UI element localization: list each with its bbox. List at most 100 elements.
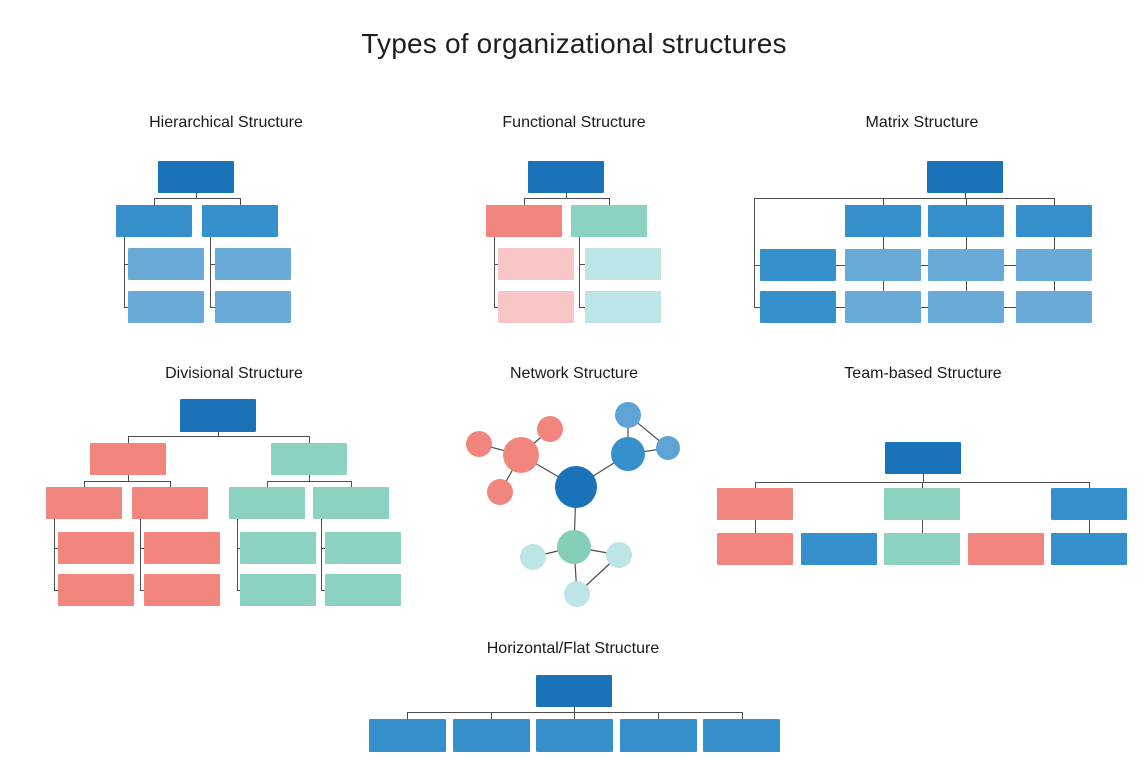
flat-connector-line [491,712,492,719]
network-edge [573,546,578,595]
divisional-connector-line [321,519,322,590]
divisional-box [325,574,401,606]
divisional-box [271,443,347,475]
matrix-connector-line [754,265,760,266]
network-edge [499,454,522,493]
matrix-box [845,205,921,237]
flat-box [620,719,697,752]
divisional-box [325,532,401,564]
matrix-connector-line [966,281,967,291]
functional-connector-line [579,264,585,265]
matrix-box [760,291,836,323]
network-node-salmon-2 [537,416,563,442]
hierarchical-box [128,291,204,323]
flat-box [536,719,613,752]
divisional-connector-line [309,475,310,481]
network-node-teal-2 [606,542,632,568]
network-node-blue-hub [611,437,645,471]
divisional-connector-line [140,519,141,590]
divisional-connector-line [54,519,55,590]
hierarchical-connector-line [240,198,241,205]
matrix-box [928,205,1004,237]
hierarchical-connector-line [124,307,128,308]
divisional-connector-line [140,590,144,591]
divisional-connector-line [237,548,240,549]
network-node-blue-1 [615,402,641,428]
divisional-box [90,443,166,475]
divisional-box [144,532,220,564]
functional-connector-line [524,198,525,205]
divisional-box [46,487,122,519]
divisional-connector-line [267,481,268,487]
divisional-box [313,487,389,519]
hierarchical-connector-line [154,198,155,205]
matrix-connector-line [921,307,928,308]
hierarchical-box [215,248,291,280]
matrix-box [928,291,1004,323]
section-label-functional: Functional Structure [502,114,646,131]
team-based-connector-line [923,474,924,482]
team-based-connector-line [1089,482,1090,488]
flat-connector-line [574,712,575,719]
network-node-teal-hub [557,530,591,564]
team-based-connector-line [922,482,923,488]
divisional-box [229,487,305,519]
divisional-connector-line [267,481,351,482]
matrix-box [1016,205,1092,237]
hierarchical-box [202,205,278,237]
matrix-connector-line [965,193,966,198]
matrix-box [928,249,1004,281]
team-based-box [885,442,961,474]
flat-connector-line [407,712,408,719]
matrix-box [927,161,1003,193]
functional-connector-line [494,307,498,308]
team-based-box [1051,533,1127,565]
network-node-salmon-hub [503,437,539,473]
functional-connector-line [494,264,498,265]
section-label-matrix: Matrix Structure [865,114,979,131]
section-label-team-based: Team-based Structure [844,365,1002,382]
functional-box [528,161,604,193]
hierarchical-connector-line [210,237,211,307]
hierarchical-connector-line [210,264,215,265]
divisional-box [180,399,256,432]
flat-connector-line [742,712,743,719]
team-based-box [884,533,960,565]
team-based-box [968,533,1044,565]
matrix-box [760,249,836,281]
team-based-box [717,533,793,565]
flat-box [453,719,530,752]
team-based-box [801,533,877,565]
team-based-connector-line [755,520,756,533]
functional-connector-line [566,193,567,198]
network-edge [573,546,620,556]
divisional-connector-line [218,432,219,436]
hierarchical-box [116,205,192,237]
matrix-connector-line [1004,265,1016,266]
flat-box [536,675,612,707]
functional-box [498,291,574,323]
divisional-connector-line [84,481,170,482]
matrix-connector-line [1054,198,1055,205]
matrix-connector-line [836,265,845,266]
team-based-connector-line [922,520,923,533]
divisional-connector-line [140,548,144,549]
functional-box [585,248,661,280]
matrix-connector-line [836,307,845,308]
matrix-box [1016,249,1092,281]
network-edge [532,546,575,558]
divisional-connector-line [84,481,85,487]
divisional-box [58,532,134,564]
divisional-connector-line [54,548,58,549]
network-node-salmon-3 [487,479,513,505]
matrix-connector-line [754,198,1054,199]
flat-connector-line [574,707,575,712]
divisional-connector-line [321,590,325,591]
network-node-salmon-1 [466,431,492,457]
team-based-connector-line [755,482,756,488]
network-edge [478,443,522,456]
divisional-connector-line [128,475,129,481]
page-title: Types of organizational structures [361,28,787,59]
hierarchical-connector-line [210,307,215,308]
functional-box [571,205,647,237]
